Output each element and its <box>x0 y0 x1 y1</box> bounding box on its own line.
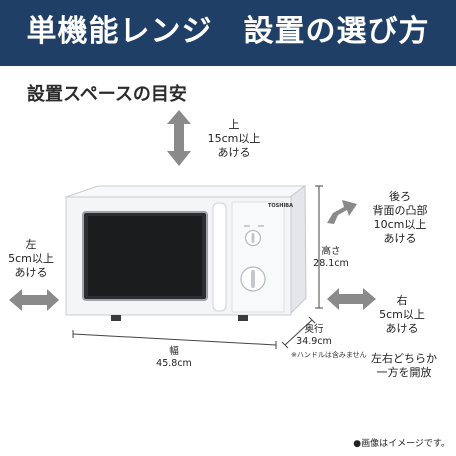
microwave-oven <box>65 185 307 321</box>
back-clearance-line2: 背面の凸部 <box>372 204 428 217</box>
side-open-note: 左右どちらか 一方を開放 <box>366 352 442 380</box>
width-label: 幅 <box>169 346 179 357</box>
top-clearance-arrow <box>167 110 191 166</box>
left-clearance-line2: 5cm以上 <box>8 252 54 265</box>
depth-label: 奥行 <box>304 324 324 335</box>
left-clearance-line3: あける <box>14 266 48 279</box>
back-clearance-arrow <box>327 200 357 224</box>
top-clearance-text: 上 15cm以上 あける <box>198 118 270 160</box>
right-clearance-line3: あける <box>385 322 419 335</box>
left-clearance-arrow <box>9 289 59 311</box>
depth-note: ※ハンドルは含みません <box>291 351 367 359</box>
back-clearance-text: 後ろ 背面の凸部 10cm以上 あける <box>360 190 440 246</box>
height-label: 高さ <box>321 246 341 257</box>
section-subtitle: 設置スペースの目安 <box>27 84 187 105</box>
banner-title: 単機能レンジ 設置の選び方 <box>26 14 430 49</box>
brand-logo: TOSHIBA <box>268 203 293 209</box>
right-clearance-text: 右 5cm以上 あける <box>368 294 436 336</box>
left-clearance-text: 左 5cm以上 あける <box>1 238 61 280</box>
back-clearance-line3: 10cm以上 <box>373 218 427 231</box>
right-clearance-arrow <box>327 288 376 310</box>
right-clearance-line1: 右 <box>396 294 408 307</box>
side-open-note-line2: 一方を開放 <box>376 366 432 379</box>
back-clearance-line1: 後ろ <box>389 190 411 203</box>
depth-value: 34.9cm <box>296 336 332 347</box>
depth-dimension-line <box>281 316 316 349</box>
right-clearance-line2: 5cm以上 <box>379 308 425 321</box>
width-dimension-line <box>72 330 277 349</box>
image-footnote: ●画像はイメージです。 <box>353 439 450 449</box>
title-banner: 単機能レンジ 設置の選び方 <box>0 0 456 66</box>
back-clearance-line4: あける <box>383 232 417 245</box>
height-value: 28.1cm <box>313 258 349 269</box>
top-clearance-line1: 上 <box>228 118 240 131</box>
left-clearance-line1: 左 <box>25 238 37 251</box>
top-clearance-line2: 15cm以上 <box>207 132 261 145</box>
height-dimension-line <box>315 185 323 309</box>
depth-dimension-text: 奥行 34.9cm <box>294 324 334 348</box>
side-open-note-line1: 左右どちらか <box>371 352 437 365</box>
width-dimension-text: 幅 45.8cm <box>154 346 194 370</box>
width-value: 45.8cm <box>156 358 192 369</box>
top-clearance-line3: あける <box>217 146 251 159</box>
height-dimension-text: 高さ 28.1cm <box>309 246 353 270</box>
